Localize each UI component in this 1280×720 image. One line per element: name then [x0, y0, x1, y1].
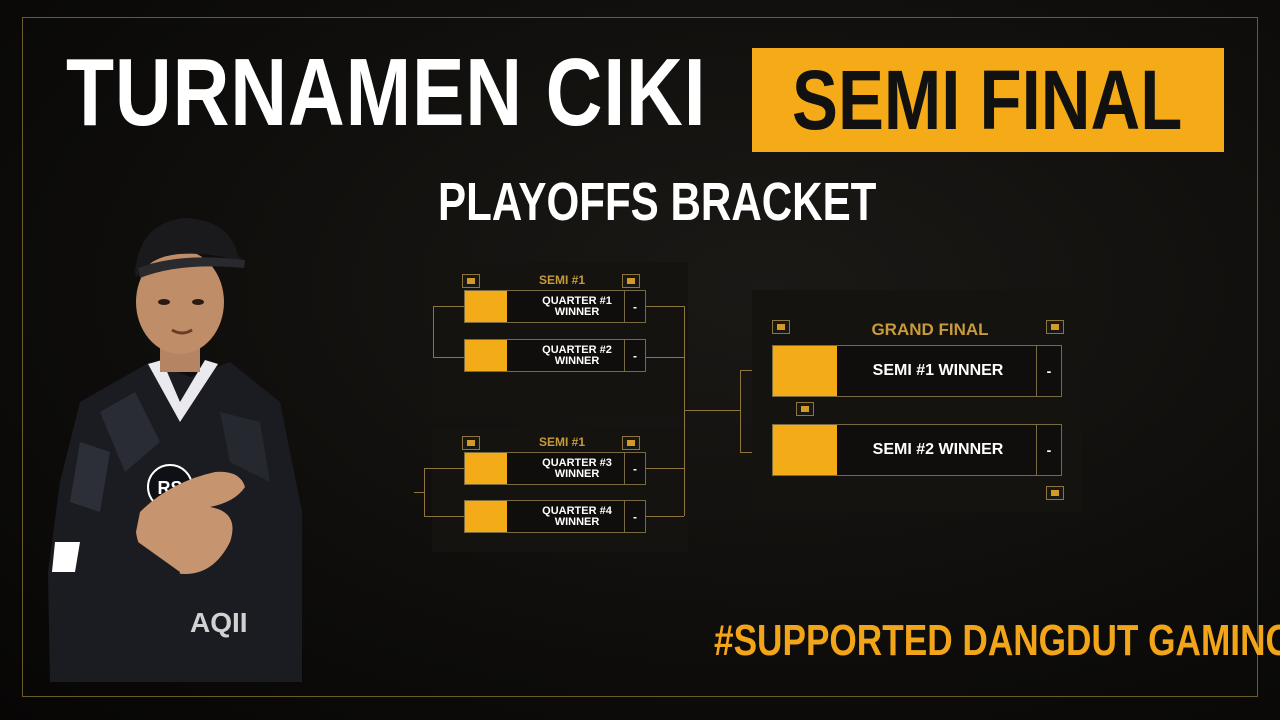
- connector: [424, 468, 464, 469]
- svg-text:AQII: AQII: [190, 607, 248, 638]
- team-seed-marker: [465, 501, 507, 532]
- stage-label: SEMI FINAL: [792, 53, 1183, 147]
- grand-final-deco-right: [1046, 320, 1064, 334]
- team-score: -: [1036, 346, 1061, 396]
- team-name: QUARTER #1 WINNER: [542, 294, 612, 318]
- grand-final-deco-left: [772, 320, 790, 334]
- semi-b-deco-left: [462, 436, 480, 450]
- player-illustration: RS AQII: [48, 218, 302, 682]
- footer-hashtag: #SUPPORTED DANGDUT GAMING: [714, 616, 1280, 665]
- semi-a-slot-2: QUARTER #2 WINNER -: [464, 339, 646, 372]
- connector: [646, 306, 684, 307]
- semi-b-slot-2: QUARTER #4 WINNER -: [464, 500, 646, 533]
- connector: [424, 516, 464, 517]
- connector: [684, 410, 740, 411]
- connector: [433, 306, 434, 358]
- page-title: TURNAMEN CIKI: [66, 39, 707, 146]
- semi-a-slot-1: QUARTER #1 WINNER -: [464, 290, 646, 323]
- team-name: SEMI #1 WINNER: [872, 362, 1004, 379]
- semi-b-deco-right: [622, 436, 640, 450]
- team-seed-marker: [465, 291, 507, 322]
- semi-a-deco-right: [622, 274, 640, 288]
- connector: [433, 357, 464, 358]
- semi-a-deco-left: [462, 274, 480, 288]
- connector: [684, 306, 685, 516]
- team-name: QUARTER #3 WINNER: [542, 456, 612, 480]
- team-seed-marker: [773, 346, 837, 396]
- semi-a-label: SEMI #1: [538, 273, 586, 287]
- team-score: -: [624, 501, 645, 532]
- team-seed-marker: [773, 425, 837, 475]
- border-frame: [22, 17, 1258, 697]
- connector: [424, 468, 425, 516]
- team-score: -: [624, 340, 645, 371]
- grand-final-deco-mid: [796, 402, 814, 416]
- team-name: QUARTER #2 WINNER: [542, 343, 612, 367]
- team-name: SEMI #2 WINNER: [872, 441, 1004, 458]
- connector: [646, 468, 684, 469]
- connector: [646, 357, 684, 358]
- team-seed-marker: [465, 340, 507, 371]
- stage-badge: SEMI FINAL: [752, 48, 1224, 152]
- team-score: -: [1036, 425, 1061, 475]
- grand-final-label: GRAND FINAL: [871, 320, 989, 339]
- connector: [740, 370, 741, 452]
- connector: [646, 516, 684, 517]
- page-subtitle: PLAYOFFS BRACKET: [438, 172, 877, 232]
- connector: [414, 492, 424, 493]
- semi-b-slot-1: QUARTER #3 WINNER -: [464, 452, 646, 485]
- team-name: QUARTER #4 WINNER: [542, 504, 612, 528]
- grand-final-slot-2: SEMI #2 WINNER -: [772, 424, 1062, 476]
- team-score: -: [624, 291, 645, 322]
- grand-final-deco-bottom: [1046, 486, 1064, 500]
- semi-b-label: SEMI #1: [538, 435, 586, 449]
- team-seed-marker: [465, 453, 507, 484]
- team-score: -: [624, 453, 645, 484]
- grand-final-slot-1: SEMI #1 WINNER -: [772, 345, 1062, 397]
- connector: [433, 306, 464, 307]
